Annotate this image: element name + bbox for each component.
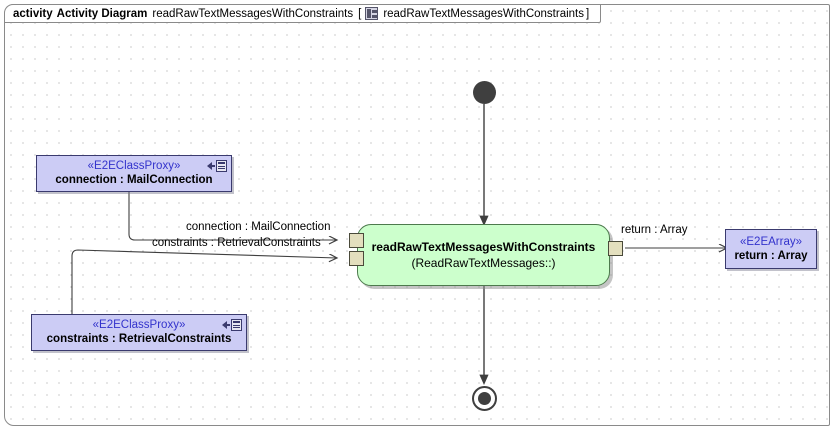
object-node-return-stereotype: «E2EArray» <box>739 235 802 248</box>
frame-kind-label: activity <box>13 7 53 20</box>
object-node-connection[interactable]: «E2EClassProxy» connection : MailConnect… <box>36 155 232 192</box>
diagram-frame <box>4 4 830 426</box>
class-proxy-icon <box>222 319 242 331</box>
frame-reference-label: readRawTextMessagesWithConstraints <box>383 7 585 20</box>
diagram-frame-header: activity Activity Diagram readRawTextMes… <box>4 4 602 23</box>
edge-label-return: return : Array <box>621 224 688 236</box>
object-node-constraints[interactable]: «E2EClassProxy» constraints : RetrievalC… <box>31 314 247 351</box>
object-node-connection-label: connection : MailConnection <box>55 174 213 186</box>
edge-label-connection: connection : MailConnection <box>186 221 331 233</box>
activity-final-node-inner <box>478 392 491 405</box>
object-node-connection-stereotype: «E2EClassProxy» <box>87 160 181 172</box>
frame-bracket-close: ] <box>586 7 590 20</box>
edge-label-constraints: constraints : RetrievalConstraints <box>152 237 321 249</box>
class-proxy-icon <box>207 160 227 172</box>
action-node-name: readRawTextMessagesWithConstraints <box>371 240 596 254</box>
action-node-qualifier: (ReadRawTextMessages::) <box>411 256 556 270</box>
frame-type-label: Activity Diagram <box>56 7 148 20</box>
output-pin-return[interactable] <box>608 241 623 256</box>
action-node-readRawTextMessagesWithConstraints[interactable]: readRawTextMessagesWithConstraints (Read… <box>357 224 610 286</box>
frame-bracket-open: [ <box>358 7 362 20</box>
object-node-constraints-label: constraints : RetrievalConstraints <box>46 333 232 345</box>
initial-node[interactable] <box>473 81 496 104</box>
input-pin-connection[interactable] <box>349 233 364 248</box>
object-node-return-label: return : Array <box>734 249 808 262</box>
activity-diagram-icon <box>365 7 379 20</box>
input-pin-constraints[interactable] <box>349 251 364 266</box>
object-node-constraints-stereotype: «E2EClassProxy» <box>92 319 186 331</box>
frame-name-label: readRawTextMessagesWithConstraints <box>152 7 354 20</box>
object-node-return[interactable]: «E2EArray» return : Array <box>725 229 817 269</box>
